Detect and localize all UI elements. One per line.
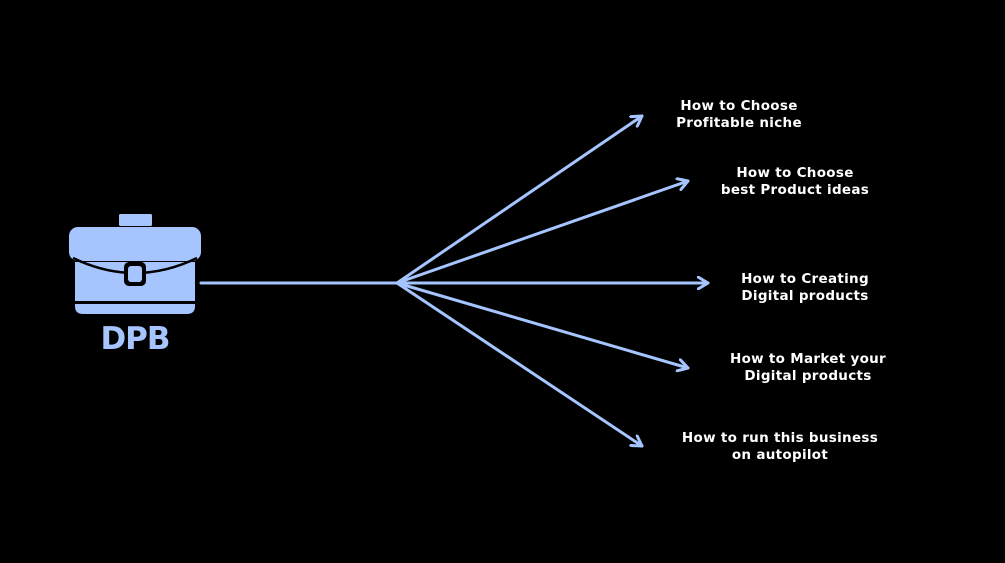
- branch-label-2-line-1: How to Choose: [736, 165, 854, 181]
- branch-arrow-1: [395, 114, 644, 285]
- branch-label-5-line-2: on autopilot: [731, 447, 829, 463]
- branch-label-5-line-1: How to run this business: [681, 430, 879, 446]
- branch-label-3-line-2: Digital products: [741, 288, 869, 304]
- branch-arrow-2: [395, 181, 690, 285]
- branch-label-4: How to Market your Digital products: [708, 351, 908, 385]
- branch-label-1-line-1: How to Choose: [680, 98, 798, 114]
- branch-arrow-5: [395, 281, 644, 448]
- branch-label-4-line-1: How to Market your: [729, 351, 887, 367]
- branch-label-2: How to Choose best Product ideas: [700, 165, 890, 199]
- branch-arrow-4: [395, 281, 690, 368]
- branch-label-4-line-2: Digital products: [744, 368, 872, 384]
- branch-label-5: How to run this business on autopilot: [665, 430, 895, 464]
- branch-label-2-line-2: best Product ideas: [720, 182, 870, 198]
- branch-label-1-line-2: Profitable niche: [676, 115, 802, 131]
- branch-label-3-line-1: How to Creating: [741, 271, 869, 287]
- branch-label-3: How to Creating Digital products: [720, 271, 890, 305]
- branch-label-1: How to Choose Profitable niche: [664, 98, 814, 132]
- logo-text: DPB: [100, 321, 169, 357]
- briefcase-icon: [69, 214, 201, 314]
